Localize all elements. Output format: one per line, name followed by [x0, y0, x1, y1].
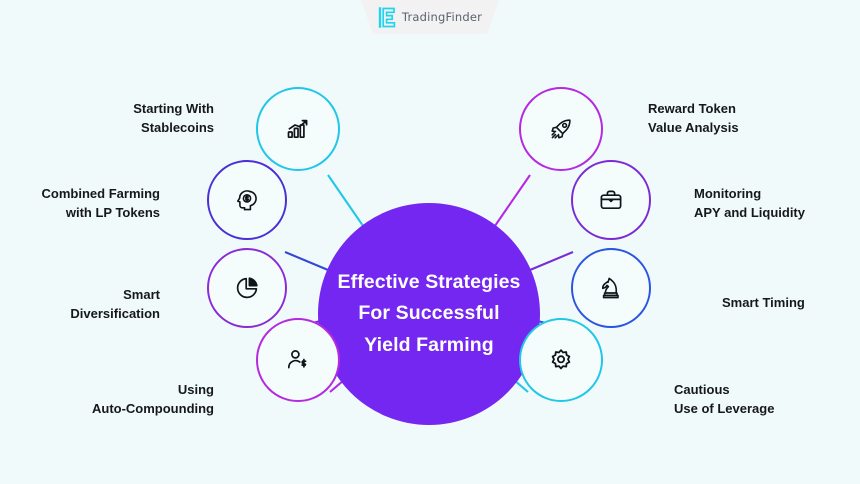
label-line-2: Value Analysis — [648, 119, 739, 135]
label-using-auto-compounding: Using Auto-Compounding — [92, 381, 214, 419]
node-reward-token-value-analysis[interactable] — [519, 87, 603, 171]
brand-name: TradingFinder — [401, 10, 483, 24]
label-line-1: Monitoring — [694, 186, 762, 201]
label-monitoring-apy-and-liquidity: Monitoring APY and Liquidity — [694, 185, 805, 223]
pie-chart-icon — [235, 276, 259, 300]
label-line-1: Smart — [123, 287, 160, 302]
node-combined-farming-with-lp-tokens[interactable] — [207, 160, 287, 240]
label-line-1: Cautious — [674, 382, 730, 397]
label-line-2: APY and Liquidity — [694, 204, 805, 220]
label-line-1: Starting With — [133, 101, 214, 116]
gear-icon — [549, 348, 573, 372]
center-line-2: For Successful — [358, 302, 500, 325]
node-monitoring-apy-and-liquidity[interactable] — [571, 160, 651, 240]
label-reward-token-value-analysis: Reward Token Value Analysis — [648, 100, 739, 138]
bar-chart-growth-icon — [286, 117, 310, 141]
center-line-1: Effective Strategies — [337, 270, 521, 293]
chess-knight-icon — [599, 276, 623, 300]
label-cautious-use-of-leverage: Cautious Use of Leverage — [674, 381, 774, 419]
node-starting-with-stablecoins[interactable] — [256, 87, 340, 171]
header-banner: TradingFinder — [0, 0, 860, 40]
label-line-2: with LP Tokens — [65, 204, 160, 220]
logo-banner: TradingFinder — [361, 0, 499, 34]
label-line-2: Diversification — [70, 305, 160, 321]
label-line-1: Smart Timing — [722, 295, 805, 310]
label-line-2: Stablecoins — [141, 119, 214, 135]
node-smart-timing[interactable] — [571, 248, 651, 328]
rocket-icon — [549, 117, 573, 141]
briefcase-icon — [599, 188, 623, 212]
node-smart-diversification[interactable] — [207, 248, 287, 328]
label-line-1: Using — [177, 382, 214, 397]
node-cautious-use-of-leverage[interactable] — [519, 318, 603, 402]
infographic-diagram: Effective Strategies For Successful Yiel… — [0, 40, 860, 484]
label-combined-farming-with-lp-tokens: Combined Farming with LP Tokens — [42, 185, 160, 223]
person-dollar-icon — [286, 348, 310, 372]
label-line-2: Use of Leverage — [674, 400, 775, 416]
tradingfinder-logo-icon — [378, 6, 397, 28]
label-starting-with-stablecoins: Starting With Stablecoins — [133, 100, 214, 138]
label-smart-diversification: Smart Diversification — [70, 286, 160, 324]
label-line-1: Reward Token — [648, 101, 736, 116]
label-line-1: Combined Farming — [41, 186, 160, 201]
node-using-auto-compounding[interactable] — [256, 318, 340, 402]
center-hub: Effective Strategies For Successful Yiel… — [318, 203, 540, 425]
center-line-3: Yield Farming — [364, 333, 494, 356]
head-dollar-icon — [235, 188, 259, 212]
label-line-2: Auto-Compounding — [91, 400, 214, 416]
label-smart-timing: Smart Timing — [722, 294, 805, 313]
